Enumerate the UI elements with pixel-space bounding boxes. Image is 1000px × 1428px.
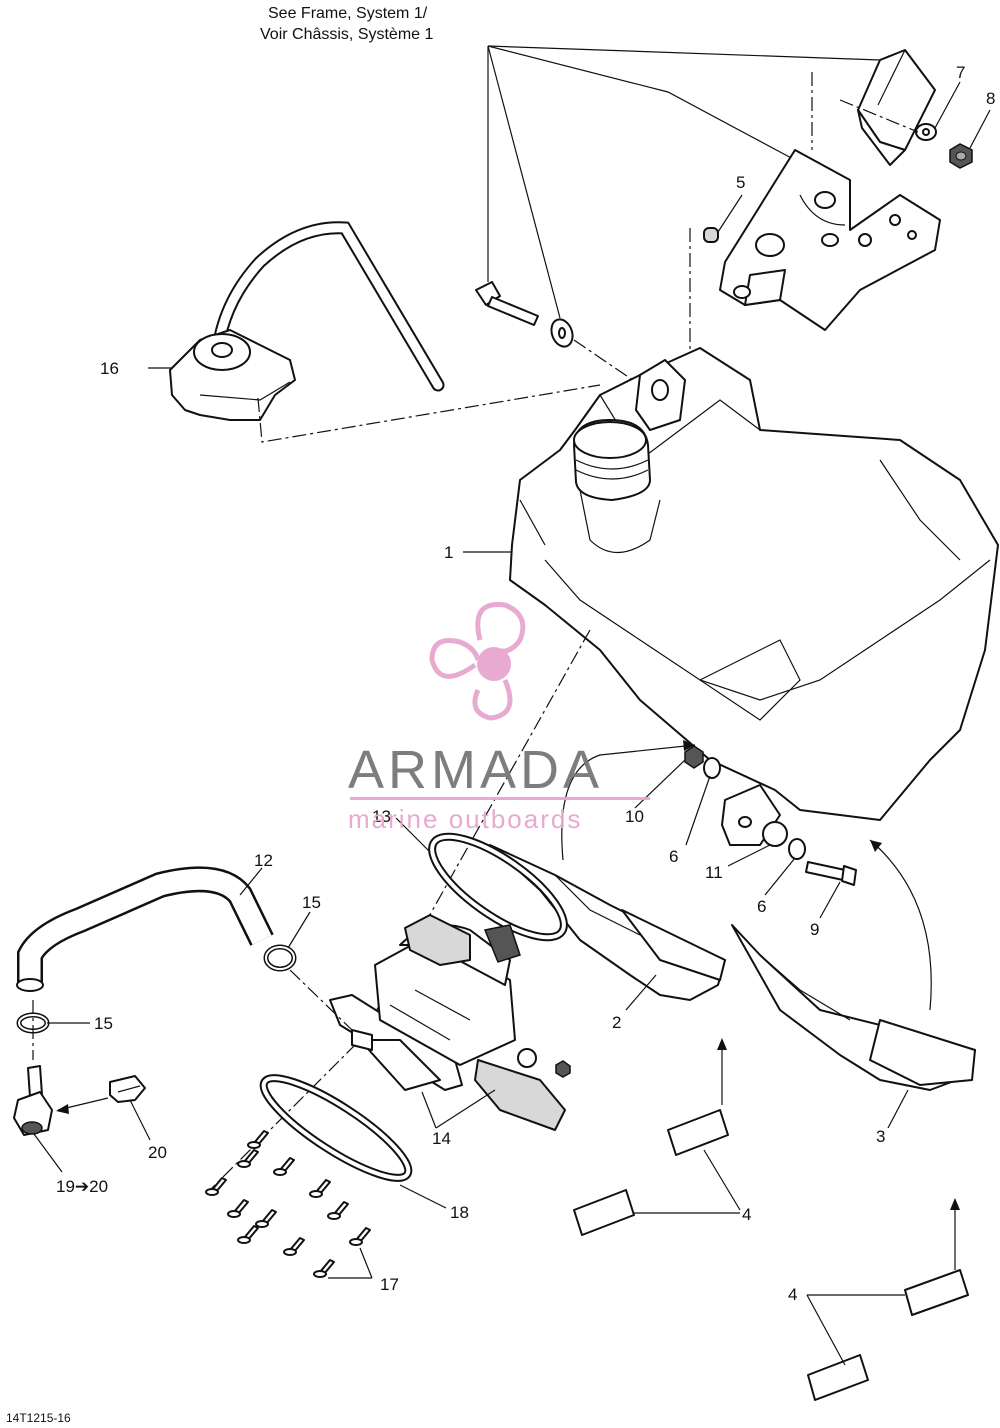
callout-7: 7: [956, 63, 965, 82]
leader-lines: [33, 81, 991, 1366]
callout-5: 5: [736, 173, 745, 192]
callout-20: 20: [148, 1143, 167, 1162]
callout-16: 16: [100, 359, 119, 378]
callout-4b: 4: [788, 1285, 797, 1304]
washer-6b: [788, 838, 806, 860]
callout-15a: 15: [302, 893, 321, 912]
callout-1: 1: [444, 543, 453, 562]
callout-9: 9: [810, 920, 819, 939]
callout-12: 12: [254, 851, 273, 870]
vent-hose: [211, 221, 445, 392]
washer-6a: [703, 757, 721, 779]
header-line-1: See Frame, System 1/: [268, 5, 428, 22]
bolt: [475, 281, 539, 326]
guard-2: [489, 844, 726, 1001]
watermark-rule: [350, 797, 650, 800]
header-line-2: Voir Châssis, Système 1: [260, 26, 434, 43]
frame-reference-lines: [487, 45, 881, 319]
fuel-cap-16: [169, 329, 296, 421]
callout-8: 8: [986, 89, 995, 108]
callout-11: 11: [705, 863, 723, 882]
callout-4a: 4: [742, 1205, 751, 1224]
upper-bracket: [857, 49, 936, 166]
callout-14: 14: [432, 1129, 451, 1148]
bolt-9: [805, 861, 857, 886]
callout-19-20: 19➔20: [56, 1177, 108, 1196]
nut-8: [949, 143, 973, 169]
callout-6a: 6: [669, 847, 678, 866]
washer-7: [915, 123, 937, 141]
callout-15b: 15: [94, 1014, 113, 1033]
nut-10: [684, 745, 704, 769]
callout-3: 3: [876, 1127, 885, 1146]
watermark: ARMADA marine outboards: [348, 601, 650, 834]
clip-20: [109, 1075, 146, 1103]
pad-4c: [904, 1269, 969, 1316]
callout-2: 2: [612, 1013, 621, 1032]
propeller-logo-icon: [429, 601, 526, 721]
gasket-13: [428, 832, 568, 942]
fuel-hose-12: [16, 866, 274, 992]
callout-6b: 6: [757, 897, 766, 916]
spacer-11: [762, 821, 788, 847]
spacer-5: [703, 227, 719, 243]
guard-3: [731, 924, 976, 1091]
tank-bracket: [719, 149, 941, 331]
washer: [550, 318, 574, 348]
clamp-15a: [263, 944, 297, 972]
pad-4b: [573, 1189, 635, 1236]
diagram-code: 14T1215-16: [6, 1411, 71, 1425]
callout-17: 17: [380, 1275, 399, 1294]
watermark-brand: ARMADA: [348, 740, 603, 800]
screws-17: [205, 1130, 371, 1278]
fuel-tank: [509, 347, 999, 846]
assembly-arrows: [56, 740, 960, 1270]
connector-19: [13, 1065, 53, 1136]
gasket-18: [259, 1074, 413, 1182]
pad-4d: [807, 1354, 869, 1401]
fuel-pump-14: [329, 914, 571, 1131]
watermark-tagline: marine outboards: [348, 804, 582, 834]
callout-10: 10: [625, 807, 644, 826]
callout-18: 18: [450, 1203, 469, 1222]
callout-13: 13: [372, 807, 391, 826]
pad-4a: [667, 1109, 729, 1156]
